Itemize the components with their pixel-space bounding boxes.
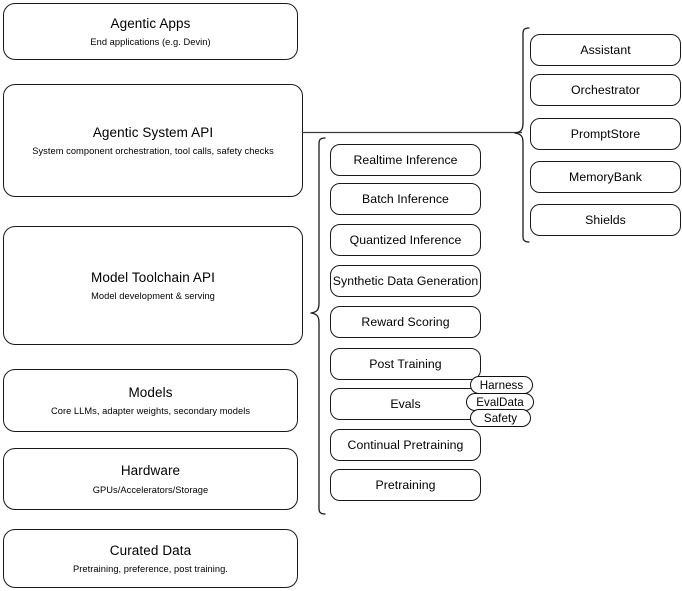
component-label: Pretraining xyxy=(375,478,436,492)
stack-layer-description: GPUs/Accelerators/Storage xyxy=(92,484,209,495)
component-shields[interactable]: Shields xyxy=(530,204,681,236)
stack-layer-agentic-system-api[interactable]: Agentic System API System component orch… xyxy=(3,84,303,197)
component-label: Assistant xyxy=(580,43,631,57)
component-label: Continual Pretraining xyxy=(347,438,464,452)
stack-layer-description: Model development & serving xyxy=(91,291,215,302)
evals-subcomponent-label: Harness xyxy=(479,378,524,392)
component-synthetic-data-generation[interactable]: Synthetic Data Generation xyxy=(330,265,481,297)
component-label: MemoryBank xyxy=(569,170,642,184)
component-label: Post Training xyxy=(369,357,442,371)
brace-model-toolchain-components xyxy=(304,136,330,516)
component-label: PromptStore xyxy=(570,127,641,141)
component-label: Batch Inference xyxy=(362,192,449,206)
stack-layer-hardware[interactable]: Hardware GPUs/Accelerators/Storage xyxy=(3,448,298,510)
evals-subcomponent-label: EvalData xyxy=(476,395,524,409)
component-pretraining[interactable]: Pretraining xyxy=(330,469,481,501)
brace-agentic-system-components xyxy=(512,26,534,244)
stack-layer-agentic-apps[interactable]: Agentic Apps End applications (e.g. Devi… xyxy=(3,3,298,60)
stack-layer-title: Agentic Apps xyxy=(110,15,191,31)
component-label: Reward Scoring xyxy=(361,315,450,329)
component-quantized-inference[interactable]: Quantized Inference xyxy=(330,224,481,256)
component-label: Shields xyxy=(585,213,626,227)
component-reward-scoring[interactable]: Reward Scoring xyxy=(330,306,481,338)
stack-layer-description: System component orchestration, tool cal… xyxy=(32,146,274,157)
evals-subcomponent-label: Safety xyxy=(483,411,518,425)
stack-layer-title: Curated Data xyxy=(109,542,192,558)
component-orchestrator[interactable]: Orchestrator xyxy=(530,74,681,106)
component-memorybank[interactable]: MemoryBank xyxy=(530,161,681,193)
stack-layer-title: Hardware xyxy=(120,463,181,479)
stack-layer-title: Agentic System API xyxy=(92,124,214,140)
component-promptstore[interactable]: PromptStore xyxy=(530,118,681,150)
stack-layer-model-toolchain-api[interactable]: Model Toolchain API Model development & … xyxy=(3,226,303,345)
evals-subcomponent-safety[interactable]: Safety xyxy=(470,409,531,427)
stack-layer-models[interactable]: Models Core LLMs, adapter weights, secon… xyxy=(3,369,298,432)
stack-layer-description: Pretraining, preference, post training. xyxy=(73,564,228,575)
stack-layer-title: Model Toolchain API xyxy=(91,269,215,285)
evals-subcomponent-harness[interactable]: Harness xyxy=(470,376,533,394)
component-post-training[interactable]: Post Training xyxy=(330,348,481,380)
connector-agentic-system-trunk xyxy=(300,126,526,140)
component-evals[interactable]: Evals xyxy=(330,388,481,420)
component-batch-inference[interactable]: Batch Inference xyxy=(330,183,481,215)
component-label: Synthetic Data Generation xyxy=(332,274,479,288)
component-label: Evals xyxy=(390,397,421,411)
stack-layer-title: Models xyxy=(128,384,173,400)
component-realtime-inference[interactable]: Realtime Inference xyxy=(330,144,481,176)
stack-layer-description: End applications (e.g. Devin) xyxy=(90,37,211,48)
component-label: Realtime Inference xyxy=(353,153,458,167)
component-continual-pretraining[interactable]: Continual Pretraining xyxy=(330,429,481,461)
component-assistant[interactable]: Assistant xyxy=(530,34,681,66)
component-label: Quantized Inference xyxy=(349,233,462,247)
stack-layer-description: Core LLMs, adapter weights, secondary mo… xyxy=(50,406,251,417)
stack-layer-curated-data[interactable]: Curated Data Pretraining, preference, po… xyxy=(3,529,298,588)
component-label: Orchestrator xyxy=(571,83,640,97)
